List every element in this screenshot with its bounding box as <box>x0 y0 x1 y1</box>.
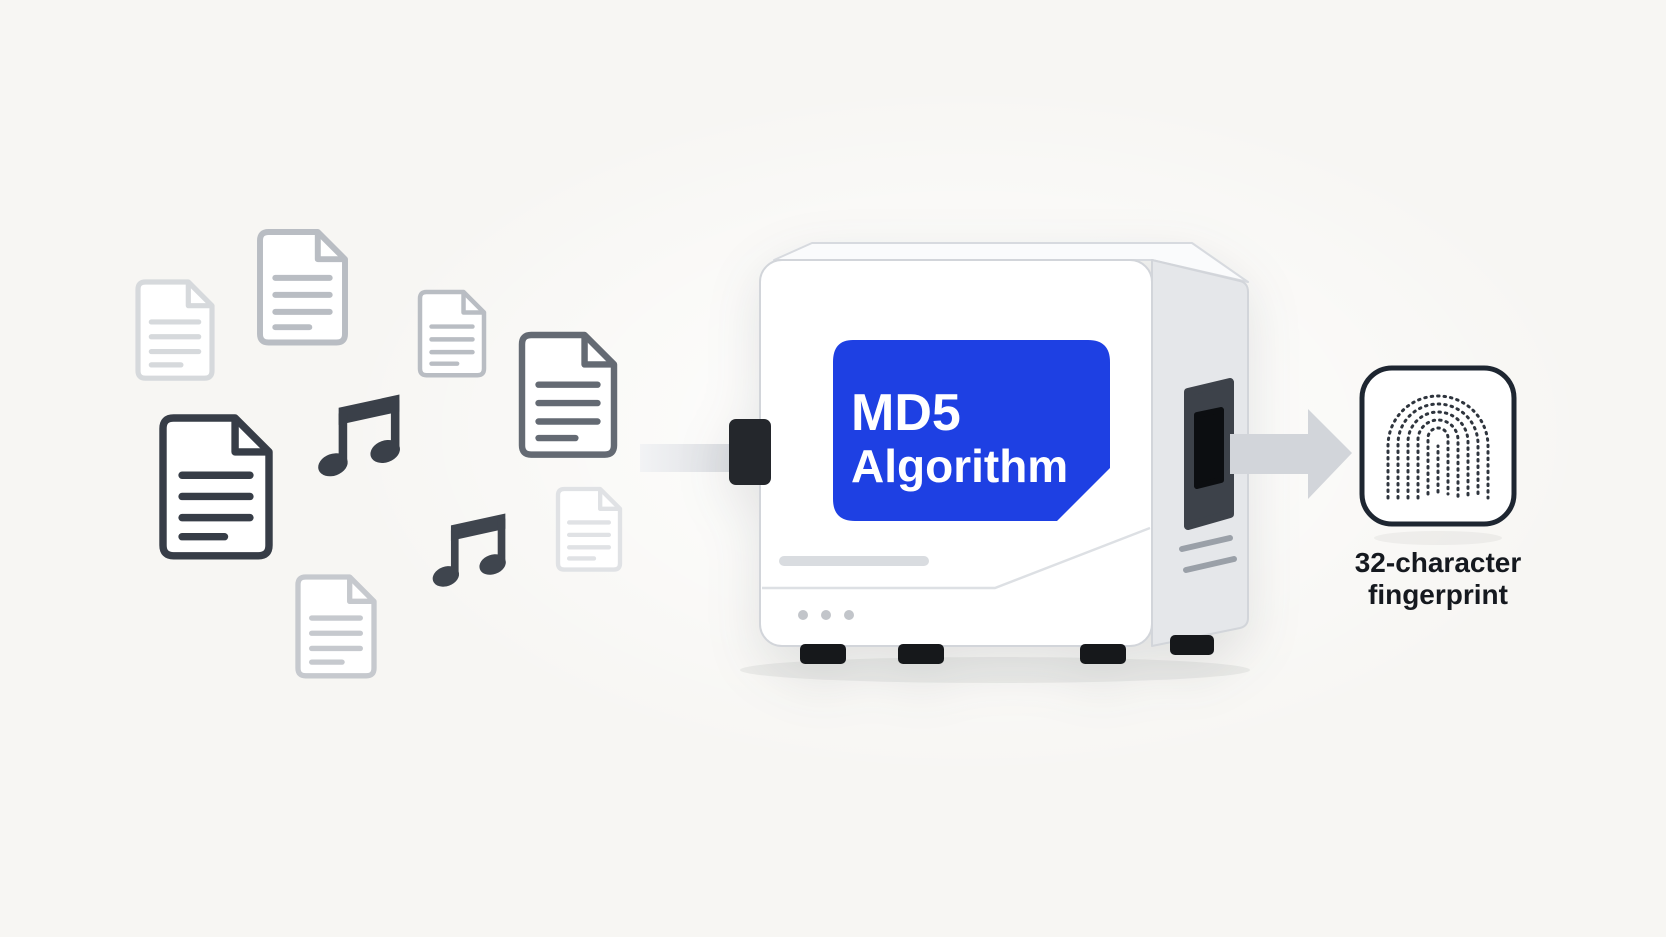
indicator-dots <box>798 610 854 620</box>
fingerprint-icon <box>1359 365 1517 527</box>
document-icon <box>163 418 269 556</box>
output-slot <box>1179 378 1237 573</box>
algorithm-label-line2: Algorithm <box>851 440 1068 492</box>
algorithm-panel <box>833 340 1110 521</box>
input-files-cluster <box>138 232 620 676</box>
machine-vent-bar <box>779 556 929 566</box>
document-icon <box>298 577 374 676</box>
machine-feet <box>800 635 1214 664</box>
output-caption-line1: 32-character <box>1355 547 1522 578</box>
fingerprint-shadow <box>1374 531 1502 545</box>
document-icon <box>260 232 345 343</box>
machine-seam <box>762 526 1151 590</box>
document-icon <box>420 292 484 375</box>
hash-machine: MD5 Algorithm <box>729 242 1249 664</box>
fingerprint-ridges <box>1386 394 1490 500</box>
output-caption-line2: fingerprint <box>1368 579 1508 610</box>
input-connector <box>729 419 771 485</box>
document-icon <box>558 489 620 570</box>
document-icon <box>522 335 614 455</box>
music-note-icon <box>429 513 509 591</box>
algorithm-label-line1: MD5 <box>851 384 961 442</box>
document-icon <box>138 282 212 378</box>
arrow-right-icon <box>1230 409 1352 499</box>
music-note-icon <box>314 394 404 481</box>
